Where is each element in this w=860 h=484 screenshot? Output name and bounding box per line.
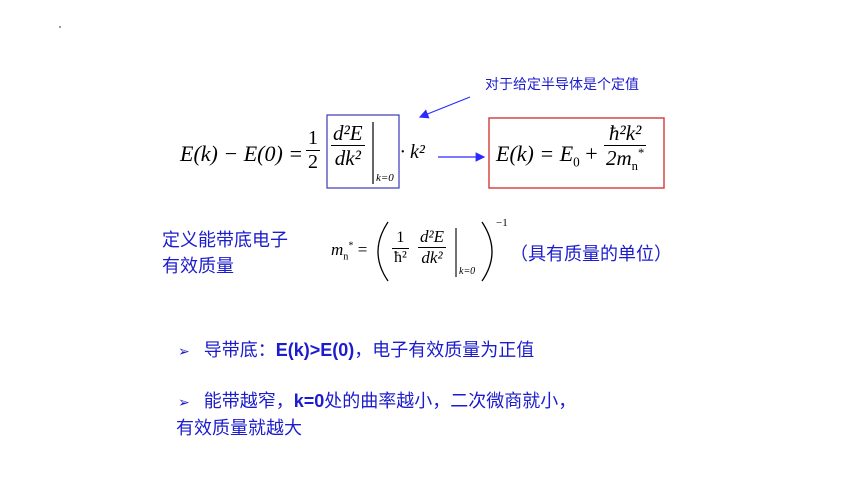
bullet-item-2: ➢能带越窄，k=0处的曲率越小，二次微商就小， 有效质量就越大 [176,391,577,439]
annotation-arrow [418,96,471,119]
bullet-arrow-icon: ➢ [178,395,190,411]
bullet-arrow-icon: ➢ [178,344,190,360]
left-paren [377,221,389,282]
definition-power: −1 [496,217,508,229]
effective-mass-symbol: mn* = [331,240,368,263]
equation-1-tail: · k² [400,141,425,163]
annotation-text: 对于给定半导体是个定值 [485,77,639,93]
definition-unit-note: （具有质量的单位） [510,244,672,265]
bullet-item-1: ➢导带底：E(k)>E(0)，电子有效质量为正值 [178,340,535,361]
definition-label: 定义能带底电子 有效质量 [162,230,288,277]
equation-1-eval: k=0 [376,172,394,184]
definition-eval: k=0 [459,266,476,277]
equation-1-lhs: E(k) − E(0) = [180,141,304,166]
equation-2-lhs: E(k) = E0 + [496,141,598,170]
right-paren [481,221,493,282]
corner-dot [59,26,61,28]
